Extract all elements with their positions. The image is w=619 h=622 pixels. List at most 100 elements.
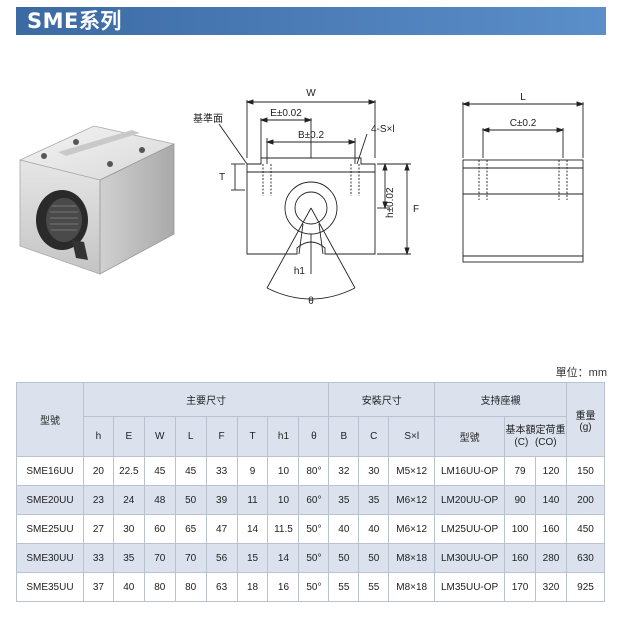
table-cell: 55 (358, 572, 390, 602)
cell-model: SME16UU (16, 456, 84, 486)
table-cell: 50 (328, 543, 360, 573)
table-cell: 450 (565, 514, 606, 544)
table-cell: 160 (504, 543, 537, 573)
table-cell: LM20UU-OP (434, 485, 506, 515)
table-cell: 50 (358, 543, 390, 573)
table-cell: LM35UU-OP (434, 572, 506, 602)
table-cell: 14 (236, 514, 269, 544)
label-theta: θ (308, 296, 314, 307)
unit-label: 單位：mm (555, 367, 607, 379)
table-cell: 160 (535, 514, 567, 544)
table-cell: 14 (267, 543, 300, 573)
table-cell: 20 (82, 456, 114, 486)
table-cell: 48 (143, 485, 176, 515)
label-C: C±0.2 (510, 118, 537, 129)
table-cell: 90 (504, 485, 537, 515)
col-F: F (205, 416, 238, 457)
table-cell: 100 (504, 514, 537, 544)
table-cell: 22.5 (112, 456, 145, 486)
side-view (461, 101, 585, 263)
header-weight-label: 重量 (575, 410, 596, 422)
table-cell: 40 (328, 514, 360, 544)
table-cell: 27 (82, 514, 114, 544)
table-cell: 56 (205, 543, 238, 573)
table-cell: 40 (112, 572, 145, 602)
label-T: T (219, 172, 225, 183)
table-cell: 35 (358, 485, 390, 515)
table-cell: 320 (535, 572, 567, 602)
table-cell: 16 (267, 572, 300, 602)
col-load-label: 基本額定荷重 (505, 424, 566, 436)
table-cell: 60 (143, 514, 176, 544)
table-cell: 35 (112, 543, 145, 573)
table-cell: 50° (298, 543, 330, 573)
label-F: F (413, 204, 419, 215)
table-cell: 40 (358, 514, 390, 544)
table-cell: LM25UU-OP (434, 514, 506, 544)
table-cell: 55 (328, 572, 360, 602)
table-cell: 39 (205, 485, 238, 515)
label-B: B±0.2 (298, 130, 324, 141)
label-h1: h1 (294, 266, 306, 277)
table-cell: M6×12 (388, 485, 436, 515)
technical-drawing: W E±0.02 B±0.2 基準面 4-S×l T h±0.02 F h1 θ… (193, 88, 585, 307)
table-cell: 11.5 (267, 514, 300, 544)
col-E: E (112, 416, 145, 457)
table-cell: 280 (535, 543, 567, 573)
table-cell: 33 (205, 456, 238, 486)
table-cell: 50° (298, 514, 330, 544)
table-cell: 35 (328, 485, 360, 515)
label-L: L (520, 92, 526, 103)
table-cell: 33 (82, 543, 114, 573)
table-cell: 65 (174, 514, 207, 544)
table-cell: 11 (236, 485, 269, 515)
col-load-co: (CO) (534, 436, 557, 448)
table-cell: LM16UU-OP (434, 456, 506, 486)
table-cell: M8×18 (388, 543, 436, 573)
table-cell: M6×12 (388, 514, 436, 544)
table-cell: 10 (267, 456, 300, 486)
title-bar: SME系列 (16, 7, 606, 35)
header-weight: 重量 (g) (565, 382, 606, 457)
table-cell: 30 (358, 456, 390, 486)
col-Sxl: S×l (388, 416, 436, 457)
table-cell: 630 (565, 543, 606, 573)
table-cell: 140 (535, 485, 567, 515)
specs-table: 型號 主要尺寸 安裝尺寸 支持座襯 重量 (g) h E W L F T h1 … (16, 382, 606, 602)
col-theta: θ (298, 416, 330, 457)
table-cell: 60° (298, 485, 330, 515)
cell-model: SME20UU (16, 485, 84, 515)
table-cell: 70 (174, 543, 207, 573)
header-bearing: 支持座襯 (434, 382, 567, 417)
label-h: h±0.02 (385, 187, 396, 218)
table-cell: 15 (236, 543, 269, 573)
label-ref-face: 基準面 (193, 112, 223, 125)
table-cell: LM30UU-OP (434, 543, 506, 573)
table-cell: 200 (565, 485, 606, 515)
product-photo (18, 125, 176, 275)
table-cell: 45 (143, 456, 176, 486)
table-cell: 32 (328, 456, 360, 486)
table-cell: 30 (112, 514, 145, 544)
cell-model: SME25UU (16, 514, 84, 544)
col-T: T (236, 416, 269, 457)
col-C: C (358, 416, 390, 457)
table-cell: 50° (298, 572, 330, 602)
page-title: SME系列 (27, 9, 122, 33)
table-cell: 18 (236, 572, 269, 602)
col-load: 基本額定荷重 (C) (CO) (504, 416, 567, 457)
label-E: E±0.02 (270, 108, 302, 119)
table-cell: M5×12 (388, 456, 436, 486)
table-cell: 150 (565, 456, 606, 486)
table-cell: 120 (535, 456, 567, 486)
table-cell: 47 (205, 514, 238, 544)
col-load-c: (C) (514, 436, 529, 448)
label-W: W (306, 88, 316, 99)
table-cell: 24 (112, 485, 145, 515)
table-cell: 79 (504, 456, 537, 486)
